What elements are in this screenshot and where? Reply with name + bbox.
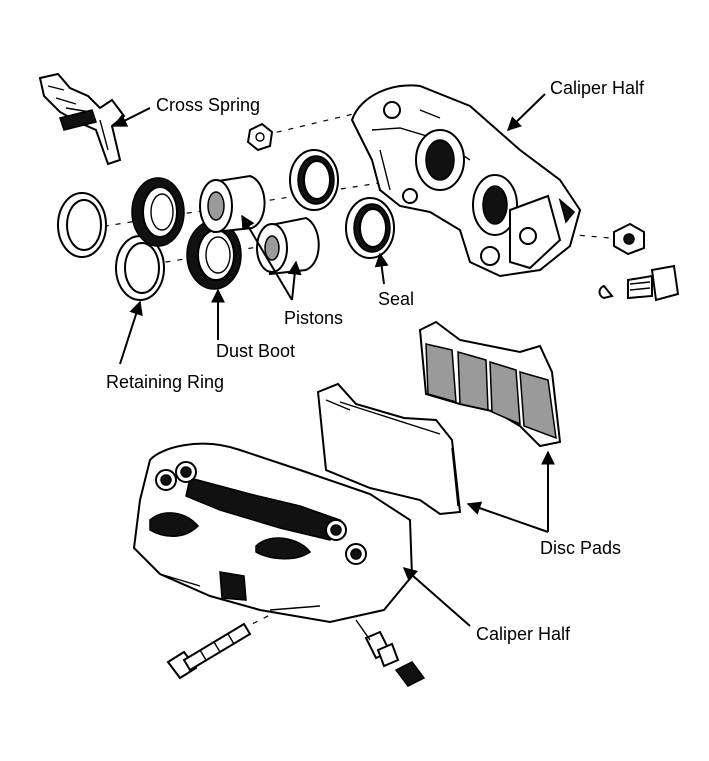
label-pistons: Pistons	[284, 308, 343, 328]
label-caliper-half-top: Caliper Half	[550, 78, 645, 98]
cross-spring-part	[38, 72, 126, 166]
dust-boot-upper	[131, 177, 185, 247]
disc-pad-front	[316, 382, 462, 516]
seal-lower	[345, 197, 395, 259]
caliper-nut-right	[613, 222, 645, 256]
label-dust-boot: Dust Boot	[216, 341, 295, 361]
label-retaining-ring: Retaining Ring	[106, 372, 224, 392]
bleeder-nut-top	[246, 122, 274, 152]
dust-boot-lower	[186, 220, 242, 290]
seal-upper	[289, 149, 339, 211]
label-disc-pads: Disc Pads	[540, 538, 621, 558]
retaining-ring-upper	[57, 192, 107, 258]
labels: Cross Spring Caliper Half Seal Pistons D…	[106, 78, 645, 644]
piston-upper	[199, 174, 266, 234]
label-seal: Seal	[378, 289, 414, 309]
caliper-half-bottom-part	[132, 442, 414, 624]
caliper-bolt-right	[598, 264, 680, 302]
caliper-half-top-part	[350, 84, 582, 278]
piston-lower	[256, 216, 320, 276]
label-caliper-half-bottom: Caliper Half	[476, 624, 571, 644]
label-cross-spring: Cross Spring	[156, 95, 260, 115]
disc-pad-back	[418, 320, 562, 448]
retaining-ring-lower	[115, 235, 165, 301]
leader-lines	[112, 93, 555, 627]
caliper-bolt-lower-left	[166, 622, 252, 680]
bleeder-cap-lower	[394, 661, 426, 687]
bleeder-screw-lower	[355, 619, 400, 668]
